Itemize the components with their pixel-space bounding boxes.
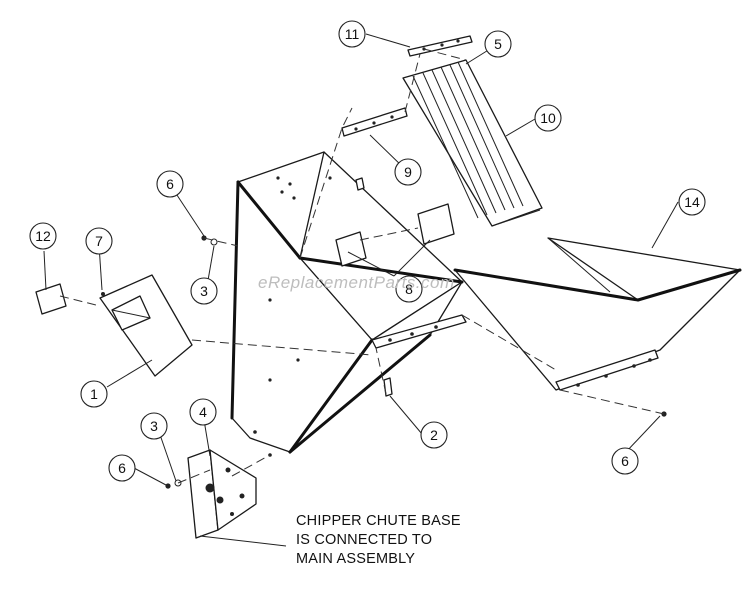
callout-3-upper: 3 bbox=[190, 277, 218, 305]
assembly-lines bbox=[59, 48, 665, 484]
part-6-nut-lower bbox=[165, 483, 171, 489]
part-10-deflector bbox=[402, 59, 543, 227]
callout-label: 6 bbox=[118, 460, 126, 476]
main-chute-body bbox=[230, 151, 467, 457]
callout-label: 9 bbox=[404, 164, 412, 180]
callout-6-lower: 6 bbox=[108, 454, 136, 482]
callout-label: 6 bbox=[621, 453, 629, 469]
callout-1: 1 bbox=[80, 380, 108, 408]
part-4-bracket bbox=[187, 449, 257, 539]
callout-label: 14 bbox=[684, 194, 700, 210]
callout-label: 6 bbox=[166, 176, 174, 192]
callout-2: 2 bbox=[420, 421, 448, 449]
part-11-bar bbox=[407, 35, 473, 57]
callout-label: 3 bbox=[200, 283, 208, 299]
callout-6-upper: 6 bbox=[156, 170, 184, 198]
callout-label: 3 bbox=[150, 418, 158, 434]
callout-6-right: 6 bbox=[611, 447, 639, 475]
part-12-decal bbox=[35, 283, 67, 315]
part-14-hopper bbox=[453, 237, 742, 391]
note-line-3: MAIN ASSEMBLY bbox=[296, 551, 415, 567]
callout-12: 12 bbox=[29, 222, 57, 250]
assembly-note: CHIPPER CHUTE BASE IS CONNECTED TO MAIN … bbox=[296, 513, 461, 567]
callout-8: 8 bbox=[395, 275, 423, 303]
callout-14: 14 bbox=[678, 188, 706, 216]
callout-label: 8 bbox=[405, 281, 413, 297]
callout-5: 5 bbox=[484, 30, 512, 58]
note-line-1: CHIPPER CHUTE BASE bbox=[296, 513, 461, 529]
callout-label: 2 bbox=[430, 427, 438, 443]
part-7-screw bbox=[101, 292, 105, 296]
part-3-washer-lower bbox=[174, 479, 182, 487]
part-3-washer-upper bbox=[210, 238, 218, 246]
callout-10: 10 bbox=[534, 104, 562, 132]
callout-7: 7 bbox=[85, 227, 113, 255]
part-2-pin bbox=[383, 377, 393, 397]
part-1-panel bbox=[99, 274, 193, 377]
callout-label: 5 bbox=[494, 36, 502, 52]
callout-label: 11 bbox=[345, 26, 360, 42]
callout-9: 9 bbox=[394, 158, 422, 186]
callout-11: 11 bbox=[338, 20, 366, 48]
callout-label: 4 bbox=[199, 404, 207, 420]
callout-label: 12 bbox=[35, 228, 51, 244]
watermark: eReplacementParts.com bbox=[258, 273, 455, 292]
callout-4: 4 bbox=[189, 398, 217, 426]
callout-label: 7 bbox=[95, 233, 103, 249]
callout-label: 10 bbox=[540, 110, 556, 126]
part-9-strip bbox=[341, 107, 408, 137]
callout-label: 1 bbox=[90, 386, 98, 402]
callout-3-lower: 3 bbox=[140, 412, 168, 440]
note-line-2: IS CONNECTED TO bbox=[296, 532, 432, 548]
